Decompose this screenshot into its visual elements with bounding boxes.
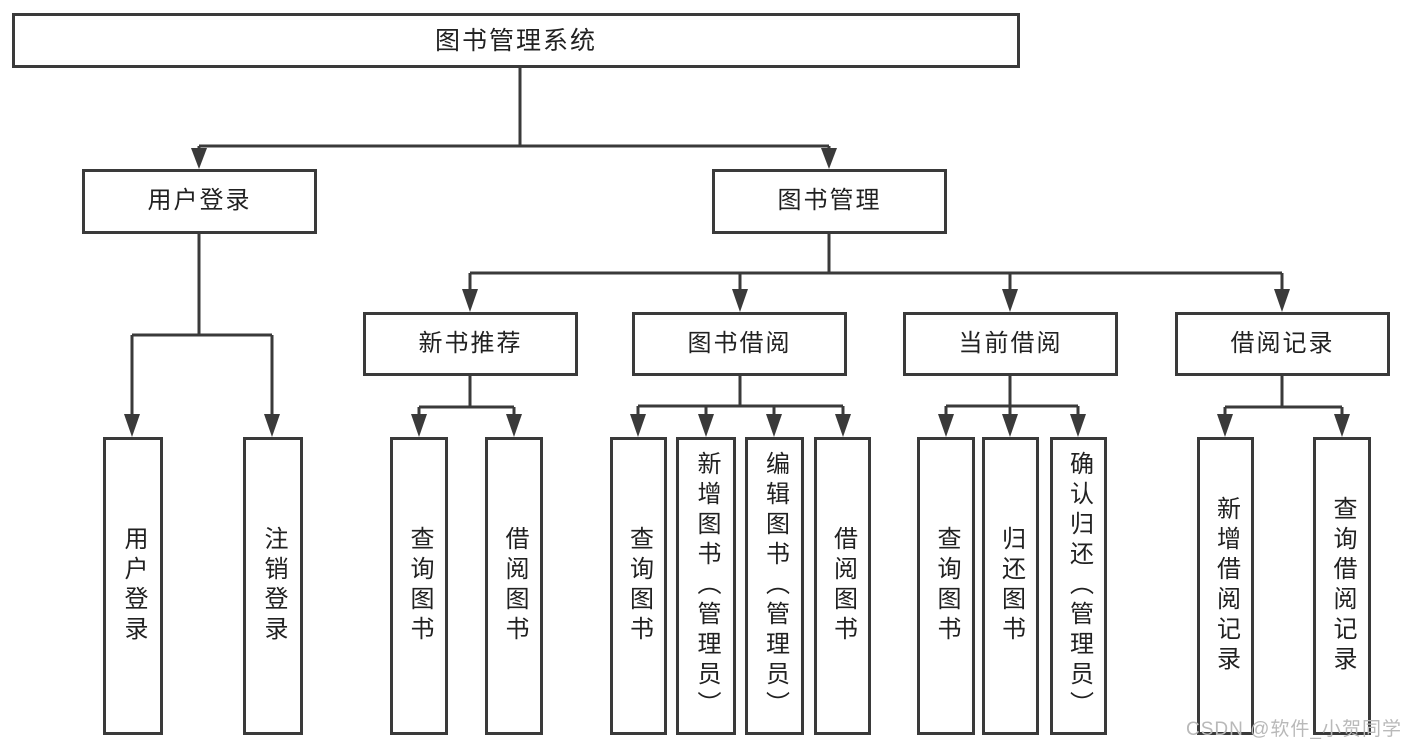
leaf-logout: 注销登录 [243,437,303,735]
leaf-borrow-add-books-admin: 新增图书（管理员） [676,437,736,735]
leaf-borrow-query-books: 查询图书 [610,437,667,735]
connector-root-to-level2 [191,68,837,169]
leaf-borrow-edit-books-admin: 编辑图书（管理员） [745,437,804,735]
node-library-management-system: 图书管理系统 [12,13,1020,68]
leaf-borrow-borrow-books: 借阅图书 [814,437,871,735]
leaf-newbook-borrow-books: 借阅图书 [485,437,543,735]
leaf-current-return-books: 归还图书 [982,437,1039,735]
connector-current-borrow-to-leaves [938,376,1086,437]
node-borrow-record: 借阅记录 [1175,312,1390,376]
node-book-borrow: 图书借阅 [632,312,847,376]
csdn-watermark: CSDN @软件_小贺同学 [1186,719,1402,740]
leaf-record-query-borrow-record: 查询借阅记录 [1313,437,1371,735]
leaf-newbook-query-books: 查询图书 [390,437,448,735]
leaf-current-query-books: 查询图书 [917,437,975,735]
connector-book-mgmt-to-level3 [462,234,1290,312]
node-current-borrow: 当前借阅 [903,312,1118,376]
node-new-book-recommend: 新书推荐 [363,312,578,376]
connector-borrow-record-to-leaves [1217,376,1350,437]
connector-book-borrow-to-leaves [630,376,851,437]
leaf-record-add-borrow-record: 新增借阅记录 [1197,437,1254,735]
node-book-management: 图书管理 [712,169,947,234]
connector-new-book-to-leaves [411,376,522,437]
connector-user-login-to-leaves [124,234,280,437]
leaf-user-login: 用户登录 [103,437,163,735]
node-user-login: 用户登录 [82,169,317,234]
leaf-current-confirm-return-admin: 确认归还（管理员） [1050,437,1107,735]
